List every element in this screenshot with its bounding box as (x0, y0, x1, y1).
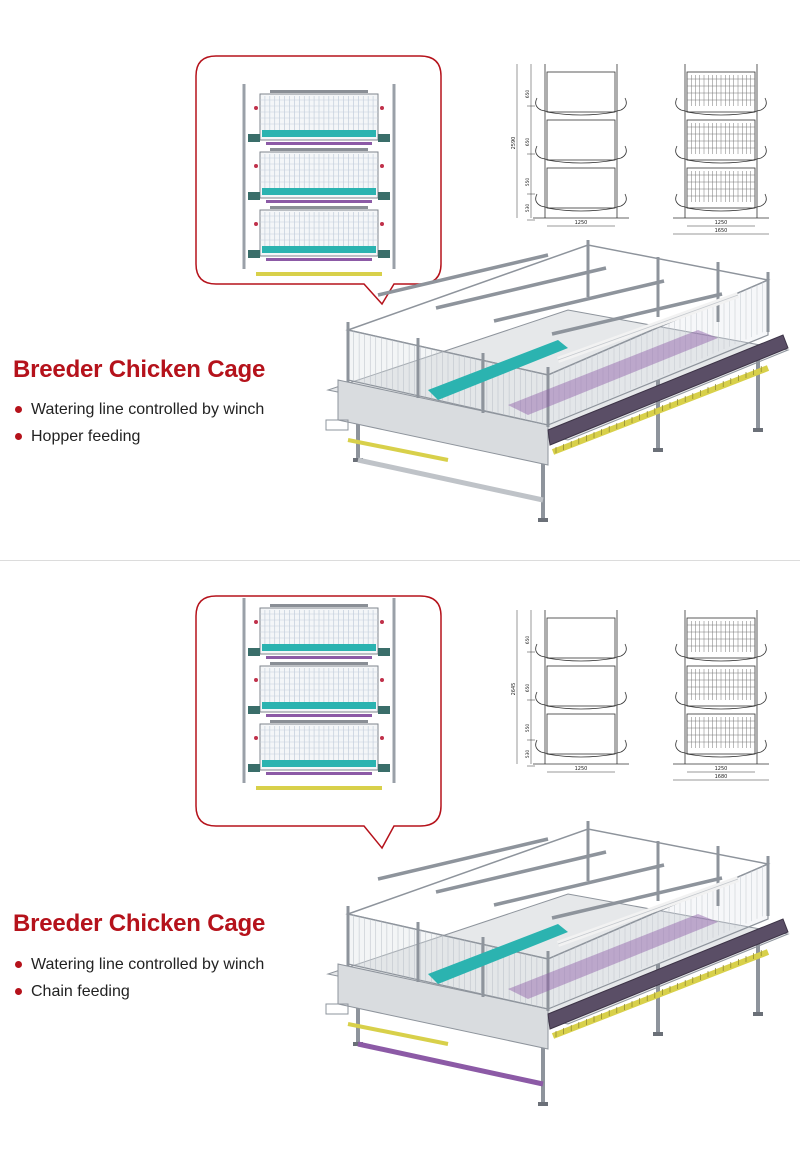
section-divider (0, 560, 800, 561)
svg-text:1250: 1250 (715, 766, 728, 772)
tech-drawing-right: 1250 1680 (673, 610, 769, 781)
svg-text:2590: 2590 (511, 137, 517, 150)
feature-item: Chain feeding (13, 978, 264, 1005)
svg-text:1250: 1250 (575, 220, 588, 226)
svg-text:1250: 1250 (575, 766, 588, 772)
feature-item: Watering line controlled by winch (13, 396, 264, 423)
bullet-icon (15, 406, 22, 413)
svg-text:530: 530 (525, 204, 531, 213)
bullet-icon (15, 961, 22, 968)
product-section-2: 1250 2645 650 650 550 530 1250 1680 Breeder Ch… (0, 562, 800, 1152)
feature-item: Hopper feeding (13, 423, 264, 450)
svg-text:550: 550 (525, 178, 531, 187)
tech-drawing-right: 1250 1650 (673, 64, 769, 235)
front-view-bubble (195, 55, 442, 306)
svg-text:650: 650 (525, 636, 531, 645)
cage-isometric-render (325, 240, 790, 522)
front-view-bubble (195, 595, 442, 850)
section-title: Breeder Chicken Cage (13, 910, 266, 937)
feature-list: Watering line controlled by winch Hopper… (13, 396, 264, 450)
bullet-icon (15, 988, 22, 995)
tech-drawing-left: 1250 2645 650 650 550 530 (511, 610, 629, 773)
section-title: Breeder Chicken Cage (13, 356, 266, 383)
svg-text:1250: 1250 (715, 220, 728, 226)
svg-text:1650: 1650 (715, 228, 728, 234)
bullet-icon (15, 433, 22, 440)
svg-text:1680: 1680 (715, 774, 728, 780)
svg-text:550: 550 (525, 724, 531, 733)
product-section-1: 1250 2590 650 650 550 530 1250 1650 Breeder Ch… (0, 0, 800, 560)
svg-text:650: 650 (525, 90, 531, 99)
feature-list: Watering line controlled by winch Chain … (13, 951, 264, 1005)
tech-drawing-left: 1250 2590 650 650 550 530 (511, 64, 629, 227)
svg-text:530: 530 (525, 750, 531, 759)
svg-text:650: 650 (525, 684, 531, 693)
svg-text:650: 650 (525, 138, 531, 147)
svg-text:2645: 2645 (511, 683, 517, 696)
cage-isometric-render (325, 821, 790, 1106)
feature-item: Watering line controlled by winch (13, 951, 264, 978)
